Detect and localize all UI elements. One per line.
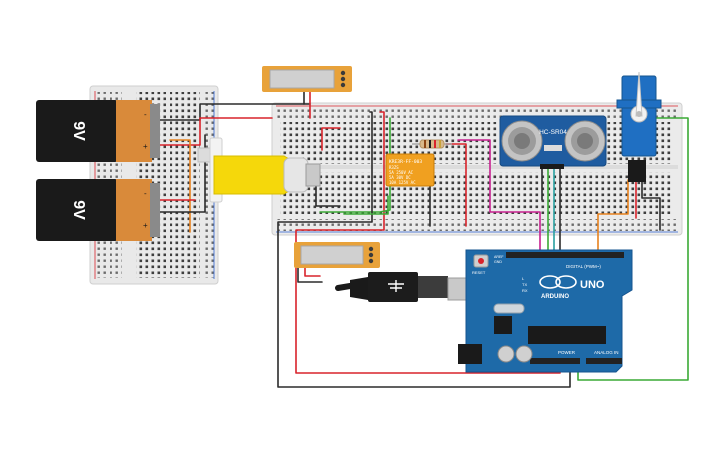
power-header[interactable] bbox=[530, 358, 580, 364]
wire-motor-red bbox=[321, 127, 341, 151]
arduino-uno[interactable]: ARDUINO UNO DIGITAL (PWM~) POWER ANALOG … bbox=[458, 249, 633, 373]
wire-relay-black bbox=[277, 111, 571, 388]
relay-line-4: 10A 125V AC bbox=[389, 180, 416, 185]
arduino-led-rx: RX bbox=[522, 288, 528, 293]
wires bbox=[159, 91, 689, 388]
arduino-gnd: GND bbox=[494, 260, 502, 264]
ultrasonic-label: HC-SR04 bbox=[539, 129, 567, 136]
battery-bottom-plus: + bbox=[143, 221, 148, 230]
arduino-aref: AREF bbox=[494, 255, 504, 259]
arduino-reset-label: RESET bbox=[472, 270, 486, 275]
arduino-analog-label: ANALOG IN bbox=[594, 350, 619, 355]
relay-line-2: 5A 250V AC bbox=[389, 170, 414, 175]
arduino-digital-label: DIGITAL (PWM~) bbox=[566, 264, 601, 269]
power-jack[interactable] bbox=[458, 344, 482, 364]
battery-top-label: 9V bbox=[70, 121, 87, 141]
wire-servo-black bbox=[641, 179, 661, 231]
wire-servo-green bbox=[577, 117, 689, 381]
arduino-led-tx: TX bbox=[522, 282, 527, 287]
wire-magenta bbox=[457, 139, 541, 253]
main-breadboard[interactable] bbox=[271, 102, 683, 236]
analog-header[interactable] bbox=[586, 358, 622, 364]
dc-motor[interactable] bbox=[197, 137, 321, 203]
resistor[interactable] bbox=[412, 139, 452, 149]
battery-bottom-minus: - bbox=[144, 189, 147, 198]
relay[interactable]: KRE3R-FF-003 R3ZS 5A 250V AC 5A 30V DC 1… bbox=[385, 153, 435, 187]
wire-battery-top-red bbox=[159, 117, 273, 146]
lcd-top[interactable] bbox=[262, 66, 352, 92]
servo-motor[interactable] bbox=[616, 71, 662, 182]
wire-board-green bbox=[343, 195, 389, 215]
ultrasonic-sensor[interactable]: HC-SR04 bbox=[499, 115, 607, 169]
wire-battery-orange bbox=[169, 139, 191, 233]
arduino-power-label: POWER bbox=[558, 350, 576, 355]
wire-lcd-bottom-black bbox=[297, 261, 323, 283]
atmega-chip bbox=[528, 326, 606, 344]
wire-resistor-red bbox=[445, 143, 467, 227]
usb-cable[interactable] bbox=[335, 272, 481, 302]
wire-lcd-bottom-red bbox=[304, 267, 321, 277]
digital-header[interactable] bbox=[506, 252, 624, 258]
arduino-brand: ARDUINO bbox=[541, 294, 569, 300]
arduino-led-l: L bbox=[522, 276, 525, 281]
relay-label: KRE3R-FF-003 bbox=[389, 159, 422, 165]
battery-bottom-label: 9V bbox=[70, 200, 87, 220]
wire-relay-red bbox=[295, 111, 561, 374]
battery-top-minus: - bbox=[144, 110, 147, 119]
relay-line-1: R3ZS bbox=[389, 165, 399, 170]
arduino-model: UNO bbox=[580, 279, 605, 291]
battery-top-plus: + bbox=[143, 142, 148, 151]
battery-top[interactable]: 9V - + bbox=[36, 100, 160, 162]
relay-line-3: 5A 30V DC bbox=[389, 175, 411, 180]
wire-battery-top-black bbox=[159, 103, 311, 121]
battery-bottom[interactable]: 9V - + bbox=[36, 179, 160, 241]
lcd-bottom[interactable] bbox=[294, 242, 380, 268]
wire-servo-orange bbox=[597, 179, 629, 253]
